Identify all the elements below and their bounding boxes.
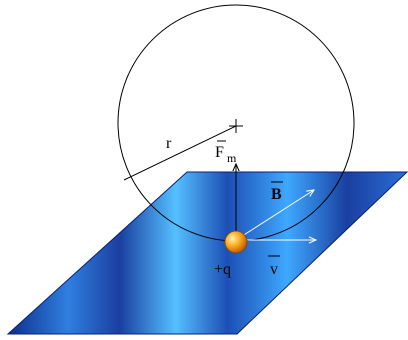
force-label-group: F m: [215, 140, 237, 165]
plus-icon: [229, 119, 243, 133]
force-label: F: [215, 144, 224, 161]
plane: [6, 171, 408, 335]
field-label-group: B: [271, 181, 283, 203]
field-label: B: [271, 186, 282, 203]
velocity-label-group: v: [268, 255, 280, 278]
radius-line: [123, 125, 237, 181]
velocity-label: v: [270, 261, 278, 278]
magnetic-field-vector: [235, 190, 314, 241]
charge-particle: [224, 230, 248, 254]
radius-label: r: [166, 135, 172, 152]
force-subscript-label: m: [227, 151, 237, 165]
charge-label: +q: [214, 261, 231, 278]
